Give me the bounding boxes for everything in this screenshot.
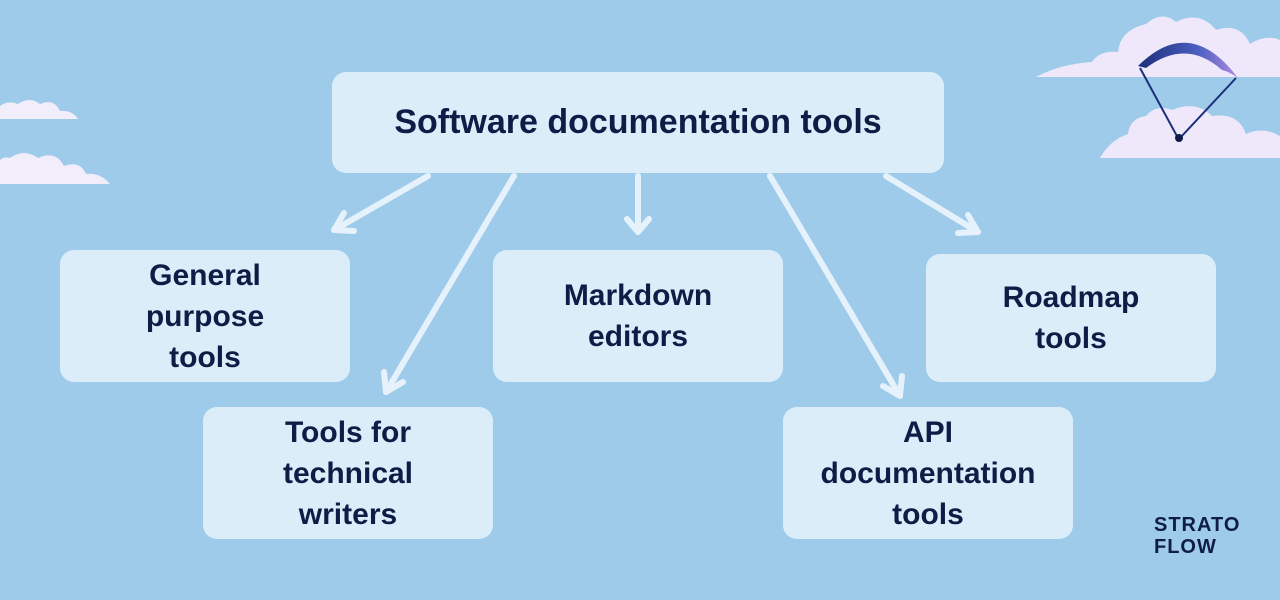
node-general-purpose-tools: General purpose tools (60, 250, 350, 382)
brand-logo-line1: STRATO (1154, 514, 1241, 536)
connector-arrows (331, 173, 981, 399)
arrow-to-technical (381, 173, 517, 395)
node-label: General purpose tools (145, 258, 265, 374)
cloud-right-bottom (1100, 106, 1280, 158)
cloud-right-top (1036, 16, 1280, 77)
arrow-to-roadmap (883, 173, 981, 236)
arrow-to-markdown (624, 173, 652, 235)
parachute-icon (1138, 42, 1238, 142)
cloud-left-bottom (0, 153, 110, 184)
node-label: Roadmap tools (1002, 281, 1140, 355)
cloud-left-top (0, 100, 78, 119)
node-label: Markdown editors (563, 279, 713, 353)
brand-logo: STRATO FLOW (1154, 514, 1240, 558)
node-label: Tools for technical writers (282, 415, 414, 531)
node-label: API documentation tools (820, 415, 1036, 531)
node-markdown-editors: Markdown editors (493, 250, 783, 382)
node-api-documentation-tools: API documentation tools (783, 407, 1073, 539)
arrow-to-api (767, 173, 905, 399)
root-node-label: Software documentation tools (394, 103, 882, 141)
node-tools-for-technical-writers: Tools for technical writers (203, 407, 493, 539)
brand-logo-line2: FLOW (1154, 536, 1217, 558)
arrow-to-general (331, 173, 431, 234)
node-roadmap-tools: Roadmap tools (926, 254, 1216, 382)
root-node: Software documentation tools (332, 72, 944, 173)
